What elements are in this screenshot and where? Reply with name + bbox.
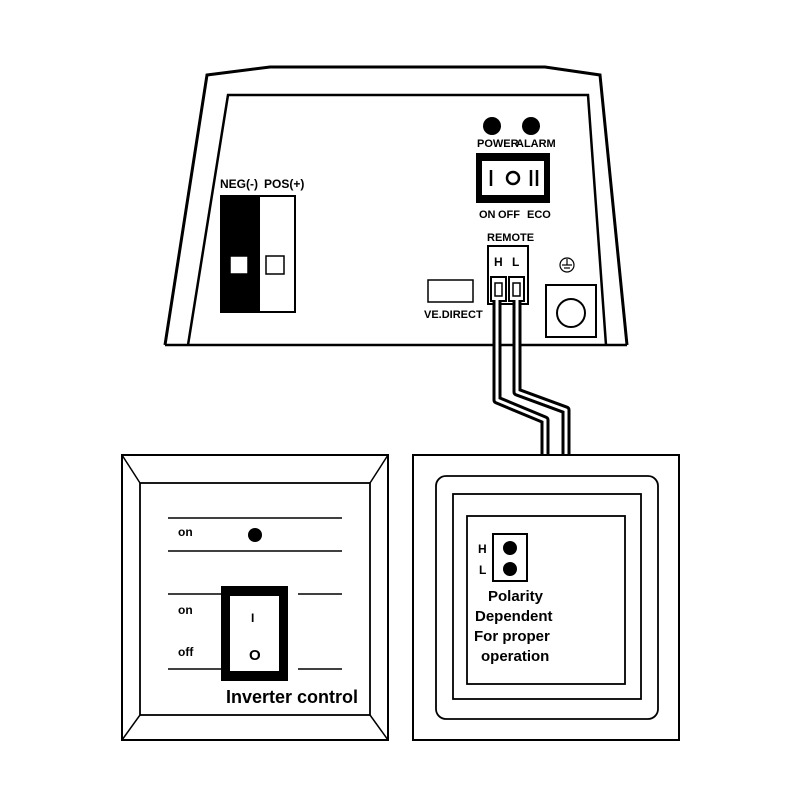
- control-switch-off-label: off: [178, 645, 194, 659]
- power-led: [483, 117, 501, 135]
- remote-panel-frame-3: [466, 515, 626, 685]
- pos-terminal: [258, 195, 296, 313]
- inverter-unit: NEG(-) POS(+) POWER ALARM ON OFF ECO REM…: [163, 65, 629, 347]
- inverter-housing-outer: [163, 65, 629, 346]
- control-switch-on-glyph: I: [251, 611, 254, 625]
- inverter-control-panel: on on off I O Inverter control: [121, 454, 389, 741]
- control-led-label: on: [178, 525, 193, 539]
- control-switch-off-glyph: O: [249, 647, 261, 664]
- remote-block-h-screw: [503, 541, 517, 555]
- remote-h-screw: [494, 282, 503, 297]
- switch-off-label: OFF: [498, 209, 520, 221]
- remote-block-h-label: H: [478, 542, 487, 556]
- main-switch-face: [482, 161, 544, 195]
- pos-terminal-screw: [265, 255, 285, 275]
- pos-terminal-label: POS(+): [264, 177, 304, 191]
- ve-direct-label: VE.DIRECT: [424, 309, 483, 321]
- ve-direct-port[interactable]: [427, 279, 474, 303]
- remote-panel-frame-2: [452, 493, 642, 700]
- inverter-front-panel: [186, 93, 608, 346]
- remote-l-screw: [512, 282, 521, 297]
- remote-l-label: L: [512, 255, 519, 269]
- ground-terminal-screw: [556, 298, 586, 328]
- control-switch-face: [230, 596, 279, 671]
- control-led: [248, 528, 262, 542]
- neg-terminal-label: NEG(-): [220, 177, 258, 191]
- main-switch[interactable]: [476, 153, 550, 203]
- switch-on-label: ON: [479, 209, 496, 221]
- control-rocker-switch[interactable]: I O: [221, 586, 288, 681]
- control-panel-inner: [139, 482, 371, 716]
- polarity-note-line-4: operation: [481, 648, 549, 665]
- switch-eco-label: ECO: [527, 209, 551, 221]
- alarm-led-label: ALARM: [516, 138, 556, 150]
- remote-block-l-label: L: [479, 563, 486, 577]
- main-switch-off-mark: [505, 170, 521, 186]
- remote-h-label: H: [494, 255, 503, 269]
- remote-panel-outer: [412, 454, 680, 741]
- neg-terminal: [220, 195, 260, 313]
- remote-label: REMOTE: [487, 232, 534, 244]
- power-led-label: POWER: [477, 138, 519, 150]
- polarity-note-line-3: For proper: [474, 628, 550, 645]
- remote-wiring-panel: H L Polarity Dependent For proper operat…: [412, 454, 680, 741]
- polarity-note-line-2: Dependent: [475, 608, 553, 625]
- remote-panel-frame-1: [435, 475, 659, 720]
- alarm-led: [522, 117, 540, 135]
- control-switch-on-label: on: [178, 603, 193, 617]
- remote-block-l-screw: [503, 562, 517, 576]
- polarity-note-line-1: Polarity: [488, 588, 544, 605]
- ground-icon: [559, 257, 575, 273]
- neg-terminal-screw: [229, 255, 249, 275]
- control-panel-title: Inverter control: [226, 687, 358, 707]
